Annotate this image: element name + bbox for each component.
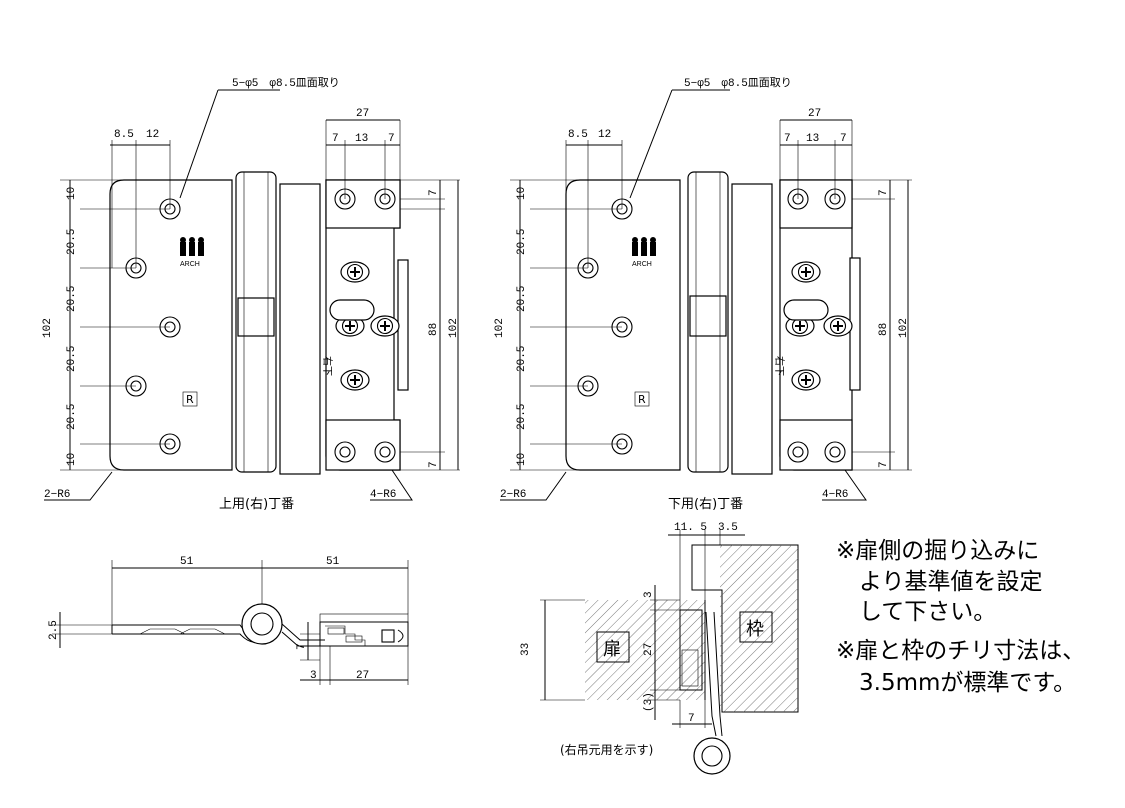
svg-text:右下: 右下 [773,356,786,376]
svg-text:20.5: 20.5 [66,229,78,255]
section-drawing: 扉 枠 11. 5 3.5 3 33 27 (3) 7 (右吊元用を示す) [520,522,799,775]
svg-text:10: 10 [66,453,78,466]
svg-text:7: 7 [878,189,890,196]
svg-text:ARCH: ARCH [632,261,652,268]
svg-text:3: 3 [310,670,317,682]
frame-label: 枠 [746,619,764,640]
svg-text:8.5: 8.5 [114,129,134,141]
svg-text:27: 27 [808,108,821,120]
svg-text:10: 10 [516,453,528,466]
side-text: 右下 [321,356,334,376]
door-label: 扉 [603,639,621,660]
svg-text:20.5: 20.5 [516,286,528,312]
svg-text:R: R [638,393,646,406]
svg-text:4−R6: 4−R6 [370,489,396,501]
svg-text:20.5: 20.5 [516,229,528,255]
svg-text:7: 7 [388,133,395,145]
svg-text:2−R6: 2−R6 [500,489,526,501]
svg-text:20.5: 20.5 [66,404,78,430]
svg-text:(3): (3) [643,692,655,712]
svg-text:102: 102 [448,318,460,338]
svg-text:33: 33 [520,643,532,656]
frame-label-box [739,611,773,643]
brand-logo [180,237,204,256]
svg-text:88: 88 [428,323,440,336]
note-line-1: ※扉側の掘り込みに [836,538,1040,564]
door-label-box [596,631,630,663]
svg-text:102: 102 [494,318,506,338]
svg-text:51: 51 [180,556,194,568]
upper-hinge-drawing: ARCH R 右下 5−φ5 φ8.5皿面取り 8.5 12 27 7 13 7… [42,76,460,512]
svg-text:88: 88 [878,323,890,336]
svg-text:5−φ5 φ8.5皿面取り: 5−φ5 φ8.5皿面取り [684,76,792,90]
svg-text:27: 27 [643,643,655,656]
side-view-drawing: 51 51 2.5 7 3 27 [48,556,409,685]
svg-text:7: 7 [840,133,847,145]
svg-text:11. 5: 11. 5 [674,522,707,534]
svg-text:10: 10 [516,187,528,200]
hole-callout: 5−φ5 φ8.5皿面取り [232,76,340,90]
svg-text:3.5: 3.5 [718,522,738,534]
svg-text:20.5: 20.5 [516,404,528,430]
note-line-2: より基準値を設定 [836,569,1043,595]
svg-text:13: 13 [806,133,819,145]
svg-text:102: 102 [42,318,54,338]
svg-text:3: 3 [643,591,655,598]
svg-text:12: 12 [146,129,159,141]
svg-text:2.5: 2.5 [48,620,60,640]
svg-text:27: 27 [356,108,369,120]
upper-caption: 上用(右)丁番 [219,497,294,512]
svg-text:7: 7 [878,461,890,468]
section-caption: (右吊元用を示す) [560,742,653,757]
lower-hinge-drawing: ARCH R 右下 5−φ5 φ8.5皿面取り 8.5 12 27 7 13 7… [494,76,912,512]
lower-caption: 下用(右)丁番 [668,497,743,512]
svg-text:27: 27 [356,670,369,682]
svg-text:8.5: 8.5 [568,129,588,141]
svg-text:20.5: 20.5 [516,346,528,372]
note-line-5: 3.5mmが標準です。 [836,670,1077,696]
svg-text:7: 7 [428,461,440,468]
knuckle-joint [237,297,275,337]
svg-text:4−R6: 4−R6 [822,489,848,501]
svg-text:51: 51 [326,556,340,568]
right-mark: R [186,393,194,406]
note-line-3: して下さい。 [836,599,997,625]
svg-text:2−R6: 2−R6 [44,489,70,501]
svg-text:12: 12 [598,129,611,141]
svg-text:20.5: 20.5 [66,286,78,312]
svg-text:102: 102 [898,318,910,338]
svg-text:7: 7 [296,643,308,650]
svg-text:7: 7 [428,189,440,196]
svg-text:7: 7 [332,133,339,145]
brand-text: ARCH [180,261,200,268]
svg-text:7: 7 [688,713,695,725]
svg-text:20.5: 20.5 [66,346,78,372]
svg-text:13: 13 [355,133,368,145]
svg-text:7: 7 [784,133,791,145]
svg-text:10: 10 [66,187,78,200]
note-line-4: ※扉と枠のチリ寸法は、 [836,638,1086,664]
